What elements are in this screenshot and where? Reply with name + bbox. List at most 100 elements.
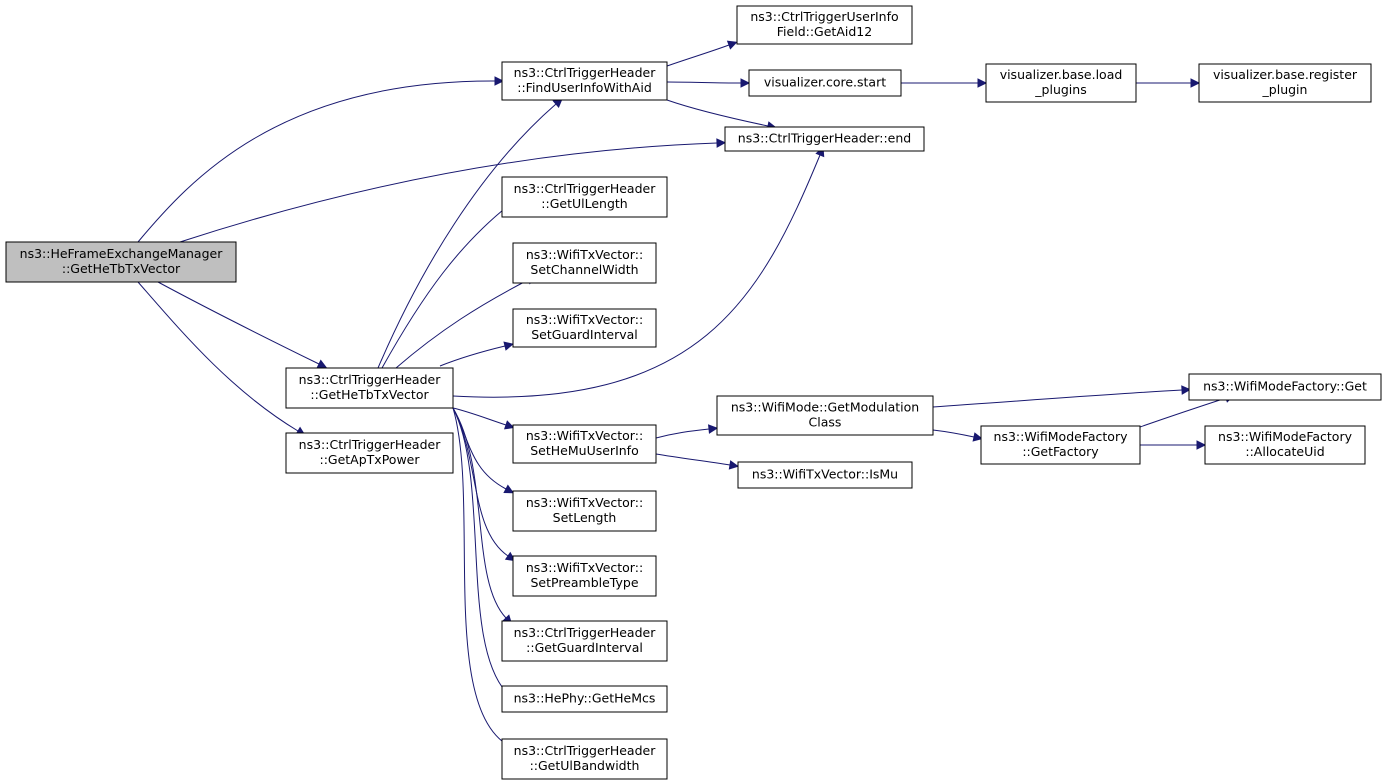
- node-label-line: ns3::CtrlTriggerHeader: [514, 743, 657, 758]
- node-findUser[interactable]: ns3::CtrlTriggerHeader::FindUserInfoWith…: [501, 61, 668, 101]
- node-label-line: ns3::WifiModeFactory::Get: [1203, 379, 1367, 394]
- node-label-line: visualizer.base.load: [1000, 67, 1123, 82]
- node-box[interactable]: [716, 395, 934, 436]
- node-box[interactable]: [501, 176, 668, 218]
- node-box[interactable]: [5, 241, 237, 283]
- node-setLength[interactable]: ns3::WifiTxVector::SetLength: [512, 490, 657, 532]
- edge-line: [666, 99, 769, 127]
- node-box[interactable]: [736, 5, 913, 45]
- node-root[interactable]: ns3::HeFrameExchangeManager::GetHeTbTxVe…: [5, 241, 237, 283]
- node-label-line: SetGuardInterval: [531, 327, 638, 342]
- edge-line: [381, 195, 522, 369]
- node-allocateUid[interactable]: ns3::WifiModeFactory::AllocateUid: [1204, 425, 1366, 465]
- node-label-line: ns3::CtrlTriggerUserInfo: [750, 9, 898, 24]
- node-box[interactable]: [512, 424, 657, 464]
- edge-line: [452, 407, 507, 693]
- node-setChannelWidth[interactable]: ns3::WifiTxVector::SetChannelWidth: [512, 242, 657, 284]
- node-isMu[interactable]: ns3::WifiTxVector::IsMu: [737, 461, 913, 489]
- node-box[interactable]: [285, 367, 454, 409]
- node-box[interactable]: [748, 69, 902, 97]
- node-label-line: Class: [809, 415, 842, 430]
- node-label-line: ns3::WifiTxVector::: [526, 428, 643, 443]
- node-label-line: ::GetGuardInterval: [526, 640, 643, 655]
- node-box[interactable]: [1188, 373, 1382, 401]
- node-box[interactable]: [724, 126, 925, 152]
- edge-line: [655, 453, 731, 466]
- node-label-line: visualizer.core.start: [764, 75, 886, 90]
- node-label-line: ns3::CtrlTriggerHeader: [299, 437, 442, 452]
- node-setGuardInterval[interactable]: ns3::WifiTxVector::SetGuardInterval: [512, 308, 657, 348]
- edge-line: [452, 407, 507, 426]
- node-label-line: ns3::CtrlTriggerHeader: [514, 65, 657, 80]
- node-label-line: ::GetHeTbTxVector: [62, 261, 181, 276]
- edge-root-to-end: [179, 138, 727, 243]
- node-vizLoad[interactable]: visualizer.base.load_plugins: [985, 63, 1137, 103]
- node-getGuardInt[interactable]: ns3::CtrlTriggerHeader::GetGuardInterval: [501, 620, 668, 662]
- node-label-line: ns3::WifiModeFactory: [1218, 429, 1353, 444]
- edge-ctrlGetHeTb-to-getUlLength: [381, 190, 529, 369]
- node-box[interactable]: [285, 432, 454, 474]
- edge-arrowhead: [1196, 440, 1207, 450]
- node-label-line: _plugin: [1262, 82, 1308, 97]
- edge-arrowhead: [504, 551, 516, 562]
- edge-arrowhead: [977, 78, 988, 88]
- edge-findUser-to-vizStart: [666, 78, 751, 88]
- node-end[interactable]: ns3::CtrlTriggerHeader::end: [724, 126, 925, 152]
- edge-line: [377, 103, 557, 369]
- edge-setHeMuUserInfo-to-getModClass: [655, 424, 719, 439]
- edge-arrowhead: [972, 432, 983, 442]
- edge-root-to-getApTxPower: [137, 281, 306, 436]
- edge-vizLoad-to-vizRegister: [1136, 78, 1201, 88]
- node-box[interactable]: [985, 63, 1137, 103]
- node-box[interactable]: [512, 308, 657, 348]
- node-getUlBandwidth[interactable]: ns3::CtrlTriggerHeader::GetUlBandwidth: [501, 738, 668, 780]
- node-box[interactable]: [501, 61, 668, 101]
- node-setPreamble[interactable]: ns3::WifiTxVector::SetPreambleType: [512, 555, 657, 597]
- node-setHeMuUserInfo[interactable]: ns3::WifiTxVector::SetHeMuUserInfo: [512, 424, 657, 464]
- node-vizRegister[interactable]: visualizer.base.register_plugin: [1198, 63, 1372, 103]
- node-box[interactable]: [737, 461, 913, 489]
- node-box[interactable]: [501, 620, 668, 662]
- node-label-line: ns3::WifiTxVector::: [526, 312, 643, 327]
- node-box[interactable]: [501, 685, 668, 713]
- edge-arrowhead: [716, 138, 727, 148]
- node-getUlLength[interactable]: ns3::CtrlTriggerHeader::GetUlLength: [501, 176, 668, 218]
- edge-line: [452, 154, 821, 398]
- edge-line: [137, 80, 496, 243]
- node-getApTxPower[interactable]: ns3::CtrlTriggerHeader::GetApTxPower: [285, 432, 454, 474]
- node-getHeMcs[interactable]: ns3::HePhy::GetHeMcs: [501, 685, 668, 713]
- edge-ctrlGetHeTb-to-setGuardInterval: [439, 341, 514, 367]
- node-box[interactable]: [980, 425, 1141, 465]
- node-box[interactable]: [512, 555, 657, 597]
- node-box[interactable]: [512, 490, 657, 532]
- edge-getModClass-to-factoryGet: [932, 385, 1192, 408]
- node-vizStart[interactable]: visualizer.core.start: [748, 69, 902, 97]
- node-box[interactable]: [512, 242, 657, 284]
- node-label-line: SetHeMuUserInfo: [530, 443, 638, 458]
- node-box[interactable]: [501, 738, 668, 780]
- node-label-line: SetLength: [553, 510, 617, 525]
- node-getFactory[interactable]: ns3::WifiModeFactory::GetFactory: [980, 425, 1141, 465]
- node-label-line: ns3::HePhy::GetHeMcs: [514, 691, 656, 706]
- edge-line: [932, 389, 1183, 408]
- node-label-line: ::GetHeTbTxVector: [310, 387, 429, 402]
- node-ctrlGetHeTb[interactable]: ns3::CtrlTriggerHeader::GetHeTbTxVector: [285, 367, 454, 409]
- edge-vizStart-to-vizLoad: [901, 78, 988, 88]
- edge-arrowhead: [707, 424, 719, 434]
- node-label-line: ns3::WifiTxVector::: [526, 247, 643, 262]
- node-label-line: Field::GetAid12: [777, 24, 872, 39]
- node-factoryGet[interactable]: ns3::WifiModeFactory::Get: [1188, 373, 1382, 401]
- node-box[interactable]: [1204, 425, 1366, 465]
- node-label-line: ::GetApTxPower: [319, 452, 420, 467]
- node-label-line: SetPreambleType: [530, 575, 638, 590]
- node-box[interactable]: [1198, 63, 1372, 103]
- node-label-line: SetChannelWidth: [530, 262, 638, 277]
- edge-arrowhead: [1190, 78, 1201, 88]
- edge-line: [655, 428, 710, 439]
- node-label-line: ns3::WifiMode::GetModulation: [731, 400, 919, 415]
- edge-ctrlGetHeTb-to-setLength: [452, 407, 515, 494]
- edge-line: [439, 345, 506, 367]
